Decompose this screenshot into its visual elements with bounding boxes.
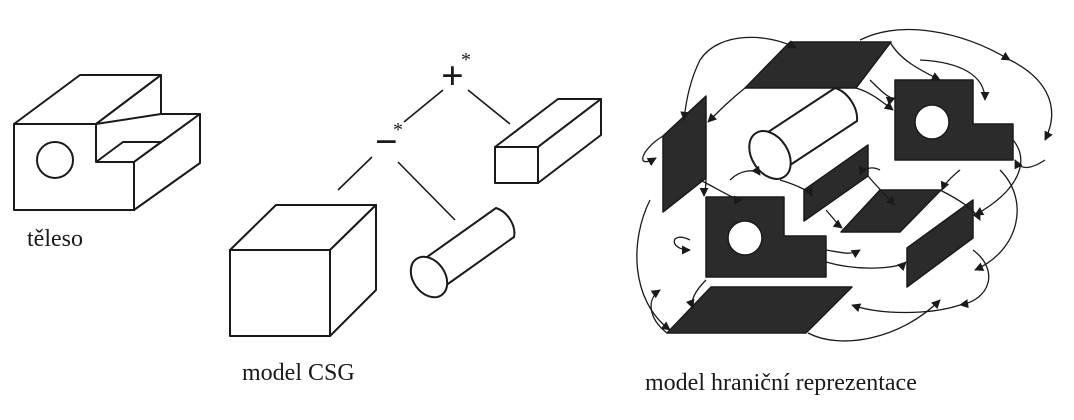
csg-tree-edges: [337, 89, 511, 221]
solid-hole: [36, 141, 74, 179]
brep-adjacency-arrows: [636, 29, 1053, 342]
brep-faces: [662, 41, 1014, 334]
csg-cylinder: [409, 206, 516, 299]
csg-caption: model CSG: [242, 360, 355, 386]
solid-right-face: [133, 113, 201, 211]
union-plus: +: [441, 53, 464, 98]
solid-figure: [13, 74, 201, 211]
difference-minus: −: [375, 119, 398, 164]
brep-face-bottom: [666, 286, 853, 334]
union-star: *: [461, 49, 471, 71]
brep-face-mid-flat: [840, 189, 942, 233]
csg-union-operator: + *: [441, 50, 481, 98]
brep-face-top: [744, 41, 892, 89]
brep-face-right-vertical: [906, 199, 974, 288]
brep-face-L-right: [894, 79, 1014, 161]
solid-caption: těleso: [27, 226, 83, 252]
csg-small-box: [494, 98, 602, 184]
csg-difference-operator: − *: [375, 119, 415, 164]
brep-face-L-left: [705, 196, 827, 278]
brep-caption: model hraniční reprezentace: [645, 370, 917, 396]
difference-star: *: [393, 119, 403, 141]
brep-face-mid-vertical: [803, 144, 869, 222]
csg-large-box: [229, 204, 377, 337]
